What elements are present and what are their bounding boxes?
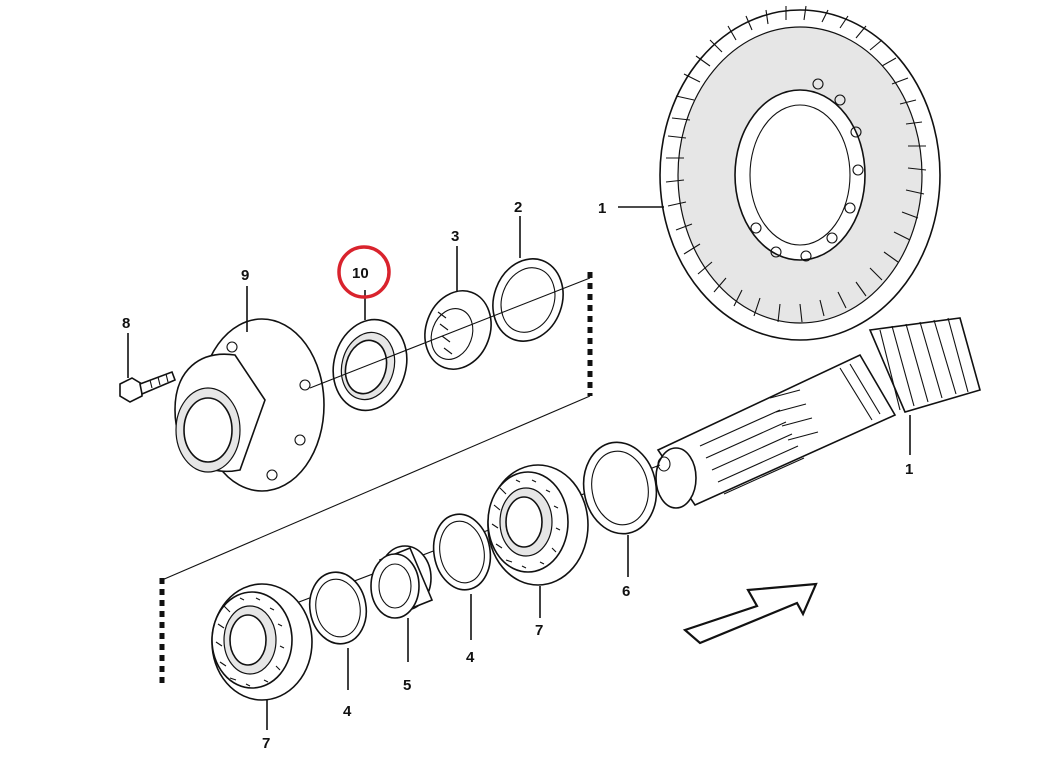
shim-top xyxy=(492,258,564,342)
callout-bearing-left: 7 xyxy=(262,735,270,752)
callout-washer: 6 xyxy=(622,583,630,600)
callout-shim-lower-b: 4 xyxy=(343,703,352,720)
flange-bolt xyxy=(119,370,177,403)
callout-bolt: 8 xyxy=(122,315,130,332)
ring-gear-bolt-holes xyxy=(750,78,864,262)
shim-lower-a xyxy=(432,513,492,591)
callout-shim-top: 2 xyxy=(514,199,522,216)
shim-lower-b xyxy=(308,571,368,645)
roller-bearing-right xyxy=(487,464,589,586)
bearing-spacer xyxy=(370,545,434,619)
callout-bearing-right: 7 xyxy=(535,622,543,639)
thrust-washer xyxy=(582,441,658,535)
callout-nut: 3 xyxy=(451,228,459,245)
roller-bearing-left xyxy=(211,583,313,701)
pinion-shaft xyxy=(655,317,981,509)
ring-gear xyxy=(659,5,941,341)
callout-shim-lower-a: 4 xyxy=(466,649,475,666)
callout-spacer: 5 xyxy=(403,677,411,694)
ring-gear-teeth xyxy=(665,5,927,323)
callout-pinion: 1 xyxy=(905,461,913,478)
callout-flange: 9 xyxy=(241,267,249,284)
callout-seal: 10 xyxy=(352,265,369,282)
highlight-circle xyxy=(337,245,391,299)
callout-ring-gear: 1 xyxy=(598,200,606,217)
outline-arrow-icon xyxy=(682,582,818,645)
companion-flange xyxy=(174,318,325,492)
